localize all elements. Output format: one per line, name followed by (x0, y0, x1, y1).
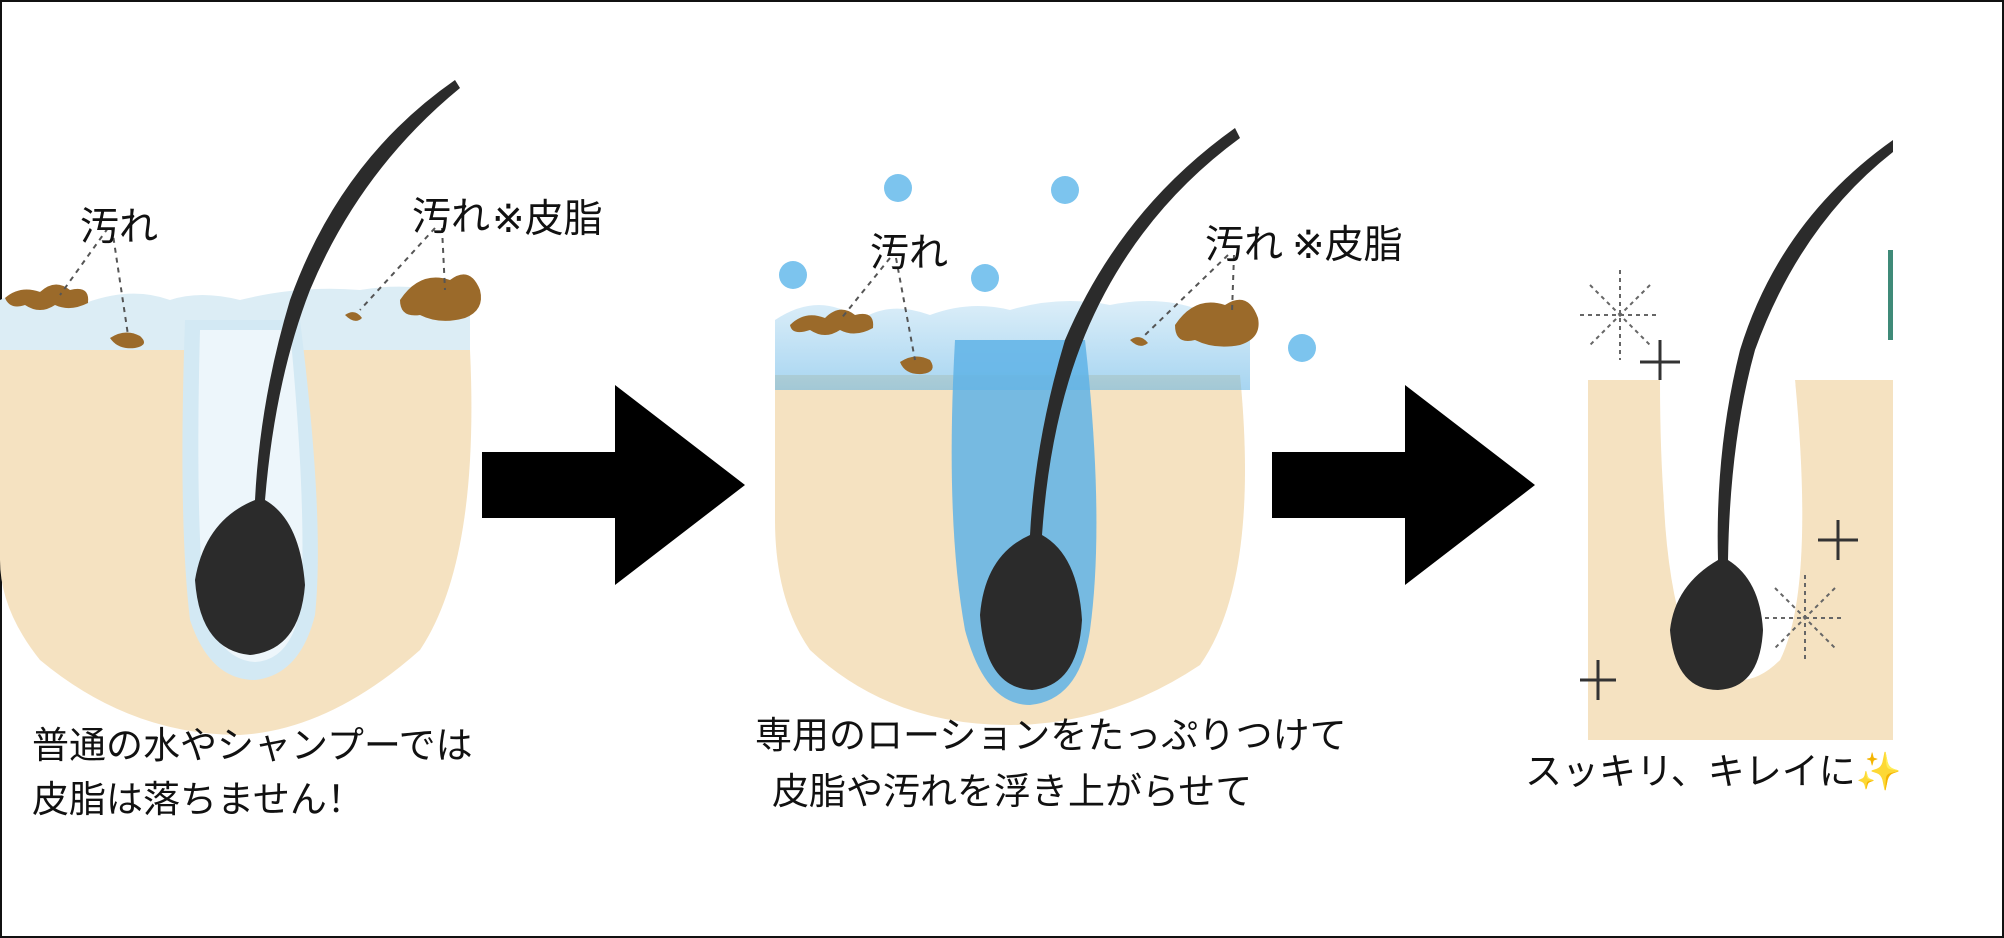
bubble (971, 264, 999, 292)
dirt-right-1 (400, 274, 481, 321)
dirt-small-1 (110, 332, 144, 349)
sparkle-icon (1580, 340, 1858, 700)
hair-1 (195, 80, 460, 655)
sparkle-icon (1580, 270, 1845, 660)
sparkle-icon: ✨ (1855, 750, 1902, 793)
bubble (1288, 334, 1316, 362)
caption-1-line-2: 皮脂は落ちません！ (32, 778, 364, 821)
panel-1-illustration (0, 80, 481, 735)
caption-3-text: スッキリ、キレイに (1525, 750, 1856, 793)
dirt-left-1 (5, 284, 89, 310)
dirt-left-2 (790, 309, 874, 335)
hair-3 (1670, 140, 1893, 690)
right-arrow-icon (482, 385, 745, 585)
right-arrow-icon (1272, 385, 1535, 585)
panel-2-illustration (775, 128, 1316, 725)
bubble (884, 174, 912, 202)
caption-2-line-2: 皮脂や汚れを浮き上がらせて (772, 770, 1253, 813)
panel-3-illustration (1580, 140, 1893, 740)
dirt-label-right: 汚れ (412, 195, 491, 240)
sebum-note: ※皮脂 (492, 197, 603, 242)
dirt-label-right: 汚れ (1205, 223, 1284, 268)
hair-2 (980, 128, 1240, 690)
caption-2-line-1: 専用のローションをたっぷりつけて (755, 714, 1347, 757)
bubble (1051, 176, 1079, 204)
caption-1-line-1: 普通の水やシャンプーでは (32, 724, 473, 767)
caption-3: スッキリ、キレイに✨ (1525, 744, 1902, 799)
skin-area-3 (1588, 380, 1893, 740)
sebum-note: ※皮脂 (1292, 223, 1403, 268)
dirt-label-left: 汚れ (80, 205, 159, 250)
bubble (779, 261, 807, 289)
dirt-right-2 (1175, 299, 1259, 347)
dirt-label-left: 汚れ (870, 231, 949, 276)
